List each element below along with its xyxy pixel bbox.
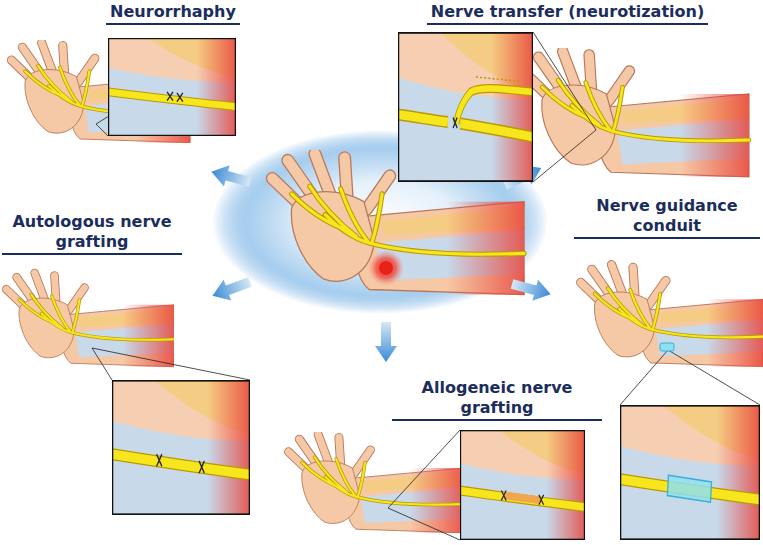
method-title: Nerve guidance conduit (574, 196, 760, 239)
method-heading: Autologous nerve grafting (2, 212, 182, 255)
method-heading: Neurorrhaphy (88, 2, 258, 25)
conduit-illustration (581, 265, 763, 540)
method-title: Nerve transfer (neurotization) (427, 2, 708, 25)
method-heading: Allogeneic nerve grafting (392, 378, 602, 421)
method-heading: Nerve guidance conduit (574, 196, 760, 239)
method-heading: Nerve transfer (neurotization) (395, 2, 740, 25)
method-title: Neurorrhaphy (106, 2, 240, 25)
method-title: Allogeneic nerve grafting (392, 378, 602, 421)
autologous-graft-illustration (6, 273, 250, 515)
injury-site (368, 250, 404, 286)
method-title: Autologous nerve grafting (2, 212, 182, 255)
neurorrhaphy-illustration (11, 38, 236, 143)
direction-arrows (209, 158, 554, 362)
nerve-transfer-illustration (398, 32, 749, 182)
allogeneic-graft-illustration (289, 430, 586, 540)
